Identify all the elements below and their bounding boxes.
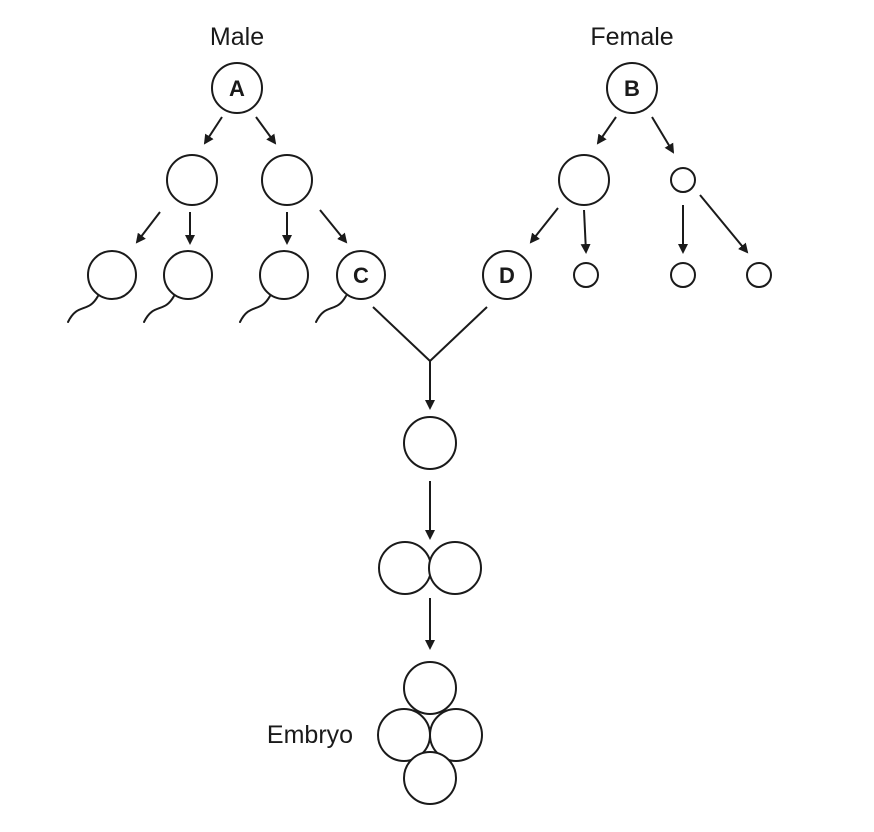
arrow-female-4 [699,194,749,254]
zygote [403,416,457,470]
female-label: Female [590,23,673,51]
embryo-label: Embryo [267,721,353,749]
polar-body-3 [746,262,772,288]
polar-body-1 [573,262,599,288]
cell-c-label: C [353,263,369,288]
arrow-female-1 [529,207,559,244]
polar-body-2 [670,262,696,288]
cell-a-label: A [229,76,245,101]
sperm-cell-1 [67,250,137,323]
two-cell-stage [378,541,482,595]
cell-d-label: D [499,263,515,288]
cell-a: A [211,62,263,114]
four-cell-embryo [377,661,483,805]
cell-b: B [606,62,658,114]
sperm-cell-2 [143,250,213,323]
arrow-male-4 [319,209,348,244]
sperm-cell-c: C [315,250,386,323]
cell-b-label: B [624,76,640,101]
sperm-cell-3 [239,250,309,323]
arrow-female-2 [580,209,591,254]
first-polar-body [670,167,696,193]
egg-cell-d: D [482,250,532,300]
arrow-a-right [255,116,277,145]
male-label: Male [210,23,264,51]
fertilization-line-d [429,306,488,362]
fertilization-line-c [372,306,431,362]
arrow-male-1 [135,211,161,244]
male-secondary-cell-right [261,154,313,206]
arrow-b-right [651,116,675,154]
male-secondary-cell-left [166,154,218,206]
arrow-b-left [596,116,617,145]
arrow-a-left [203,116,223,145]
secondary-oocyte [558,154,610,206]
